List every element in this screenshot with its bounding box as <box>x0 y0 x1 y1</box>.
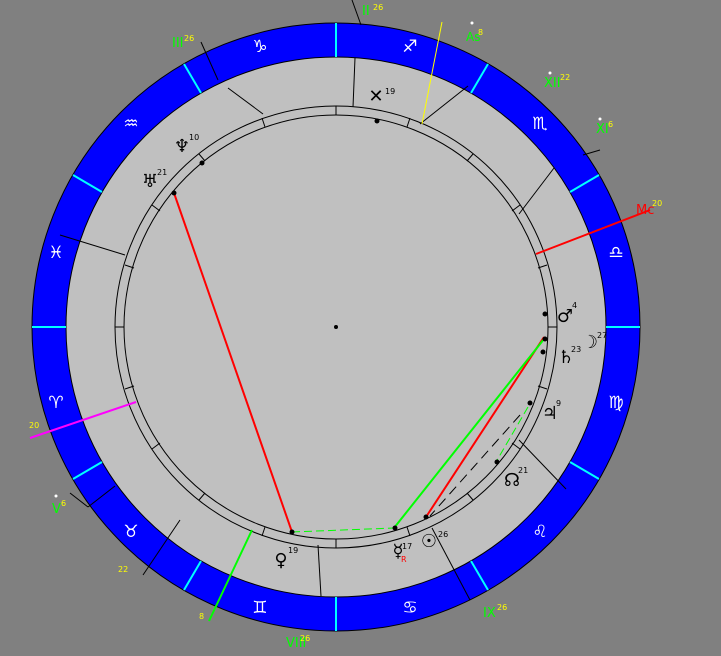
cusp-label-ii-top: II <box>362 4 370 19</box>
aspect-line <box>291 527 395 533</box>
degree-ticks <box>115 106 557 548</box>
planet-dot <box>392 525 398 531</box>
planet-dot <box>423 514 429 520</box>
sun-icon: ☉ <box>421 531 437 552</box>
mc-axis-line <box>535 209 651 255</box>
zodiac-glyphs: ♑ ♐ ♏ ♎ ♍ ♌ ♋ ♊ ♉ ♈ ♓ ♒ <box>48 37 623 618</box>
planet-dot <box>542 336 548 342</box>
saturn-degree: 23 <box>571 345 581 354</box>
cusp-label-iii: III <box>172 36 184 51</box>
cusp-degree-iii: 26 <box>184 34 194 43</box>
pluto-degree: 19 <box>385 87 395 96</box>
cusp-label-v: V <box>52 502 61 517</box>
cancer-icon: ♋ <box>402 598 417 618</box>
mercury-degree: 17 <box>402 542 412 551</box>
cusp-degree-vi: 22 <box>118 565 128 574</box>
xii-dot <box>548 71 552 75</box>
planet-dot <box>542 311 548 317</box>
venus-icon: ♀ <box>274 550 287 571</box>
scorpio-icon: ♏ <box>532 114 547 134</box>
moon-icon: ☽ <box>582 332 598 353</box>
dsc-axis-line <box>208 529 253 622</box>
pisces-icon: ♓ <box>48 243 63 263</box>
uranus-icon: ♅ <box>142 171 158 192</box>
neptune-degree: 10 <box>189 133 199 142</box>
jupiter-degree: 9 <box>556 399 561 408</box>
xi-dot <box>598 117 602 121</box>
aspect-line <box>173 192 293 533</box>
capricorn-icon: ♑ <box>252 37 267 57</box>
planet-dot <box>527 400 533 406</box>
planet-dot <box>199 160 205 166</box>
aspect-lines <box>173 192 545 533</box>
planet-dot <box>171 190 177 196</box>
neptune-icon: ♆ <box>174 136 190 157</box>
cusp-degree-ix: 26 <box>497 603 507 612</box>
cusp-degree-viii: 26 <box>300 634 310 643</box>
moon-degree: 27 <box>597 331 607 340</box>
gemini-icon: ♊ <box>252 598 267 618</box>
mercury-icon: ☿ <box>392 541 403 562</box>
uranus-degree: 21 <box>157 168 167 177</box>
sign-dividers <box>32 23 640 631</box>
mars-icon: ♂ <box>557 306 573 327</box>
house-cusp-lines <box>59 0 601 601</box>
planet-dots <box>171 118 548 535</box>
cusp-degree-xii: 22 <box>560 73 570 82</box>
aspect-line <box>393 338 545 529</box>
aquarius-icon: ♒ <box>123 114 138 134</box>
aries-icon: ♈ <box>48 393 63 413</box>
cusp-label-viii: VIII <box>286 636 306 651</box>
planet-dot <box>540 349 546 355</box>
cusp-label-xii: XII <box>544 76 561 91</box>
retrograde-label: R <box>401 555 407 564</box>
planet-degrees: 4 27 23 9 21 26 17 19 21 10 19 <box>157 87 607 555</box>
asc-dot <box>470 21 474 25</box>
house-labels: II 26 As 8 XII 22 XI 6 Mc 20 IX 26 VIII … <box>29 3 662 651</box>
v-dot <box>54 494 58 498</box>
chart-center-dot <box>334 325 338 329</box>
node-icon: ☊ <box>504 470 520 491</box>
aspect-line <box>495 406 529 463</box>
mc-label: Mc <box>636 203 654 218</box>
asc-degree: 8 <box>478 28 483 37</box>
leo-icon: ♌ <box>532 522 547 542</box>
sagittarius-icon: ♐ <box>402 37 417 57</box>
cusp-degree-v: 6 <box>61 499 66 508</box>
virgo-icon: ♍ <box>608 393 623 413</box>
sun-degree: 26 <box>438 530 448 539</box>
saturn-icon: ♄ <box>558 347 574 368</box>
node-degree: 21 <box>518 466 528 475</box>
dsc-degree: 8 <box>199 612 204 621</box>
asc-label: As <box>466 30 480 44</box>
cusp-label-xi: XI <box>596 122 609 137</box>
libra-icon: ♎ <box>608 243 623 263</box>
mars-degree: 4 <box>572 301 577 310</box>
pluto-icon: ✕ <box>368 86 383 107</box>
ic-degree: 20 <box>29 421 39 430</box>
planet-dot <box>289 529 295 535</box>
taurus-icon: ♉ <box>123 522 138 542</box>
mc-degree: 20 <box>652 199 662 208</box>
planet-dot <box>494 459 500 465</box>
planet-dot <box>374 118 380 124</box>
aspect-line <box>425 336 545 518</box>
venus-degree: 19 <box>288 546 298 555</box>
ic-axis-line <box>29 401 137 439</box>
cusp-degree-ii-top: 26 <box>373 3 383 12</box>
asc-axis-line <box>421 21 443 125</box>
aspect-line <box>429 414 521 517</box>
cusp-label-ix: IX <box>483 606 496 621</box>
jupiter-icon: ♃ <box>542 403 558 424</box>
cusp-degree-xi: 6 <box>608 120 613 129</box>
planet-glyphs: ♂ ☽ ♄ ♃ ☊ ☉ ☿ ♀ ♅ ♆ ✕ <box>142 86 598 571</box>
